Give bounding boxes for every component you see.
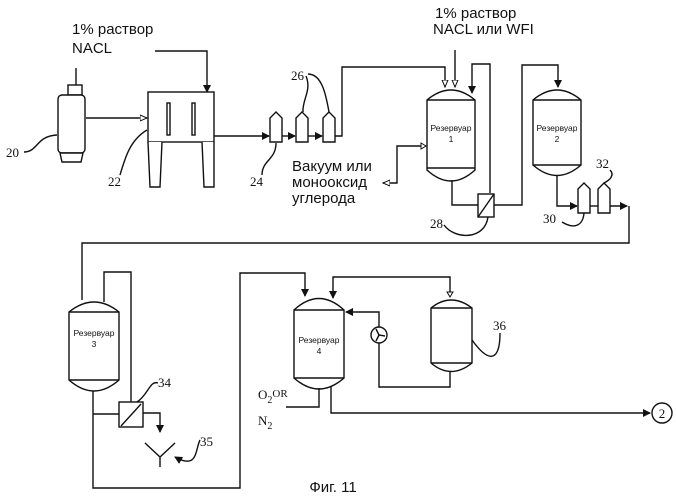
nacl-wfi-label-2: NACL или WFI — [433, 21, 534, 38]
reservoir-1-number: 1 — [449, 134, 454, 144]
tank-22 — [148, 92, 214, 187]
filter34-drain-line — [143, 413, 160, 432]
ref-34: 34 — [158, 375, 172, 390]
ref-20: 20 — [6, 145, 19, 160]
filter-32 — [598, 183, 610, 213]
inlet-arrow-icon — [447, 292, 453, 297]
gas-o2-label: O2OR — [258, 387, 288, 406]
leader-26 — [303, 74, 329, 112]
reservoir3-to-reservoir4-line — [93, 273, 305, 488]
figure-caption: Фиг. 11 — [309, 479, 356, 496]
filter-26b — [323, 112, 335, 142]
ref-30: 30 — [543, 211, 556, 226]
ref-22: 22 — [108, 174, 121, 189]
reservoir-4-name: Резервуар — [298, 335, 339, 345]
reservoir1-outlet-line — [452, 180, 478, 205]
pump-to-reservoir4-line — [346, 312, 379, 327]
leader-22 — [120, 130, 147, 175]
leader-35 — [175, 440, 200, 461]
leader-36 — [472, 333, 500, 356]
leader-30 — [562, 213, 584, 226]
vacuum-arrow-icon — [421, 143, 426, 149]
filter-30 — [578, 183, 590, 213]
reservoir-3-name: Резервуар — [73, 328, 114, 338]
reservoir-2-number: 2 — [555, 134, 560, 144]
ref-24: 24 — [250, 174, 264, 189]
ref-28: 28 — [430, 216, 443, 231]
leader-20 — [24, 135, 57, 152]
reservoir-4-number: 4 — [317, 346, 322, 356]
bottle-20 — [58, 68, 85, 162]
reservoir4-outlet-line — [331, 386, 650, 413]
connector-2-label: 2 — [659, 406, 666, 421]
filter-34 — [119, 402, 143, 427]
leader-28 — [444, 217, 488, 235]
reservoir-1-name: Резервуар — [430, 123, 471, 133]
pump-icon[interactable] — [371, 327, 387, 343]
vacuum-label-1: Вакуум или — [292, 158, 372, 175]
filter-26a — [296, 112, 308, 142]
reservoir-2-name: Резервуар — [536, 123, 577, 133]
reservoir2-outlet-line — [557, 176, 577, 206]
drain-35-icon — [145, 443, 175, 467]
nacl-input-label-2: NACL — [72, 40, 112, 57]
vacuum-line — [383, 146, 426, 183]
filter-24 — [270, 112, 282, 142]
nacl-input-label-1: 1% раствор — [72, 21, 153, 38]
ref-35: 35 — [200, 434, 213, 449]
arrow-icon — [301, 289, 309, 297]
reservoir-3-number: 3 — [92, 339, 97, 349]
leader-34 — [137, 383, 158, 402]
vessel36-to-reservoir4-line — [333, 277, 450, 298]
gas-feed-line — [286, 388, 319, 407]
ref-36: 36 — [493, 318, 507, 333]
filter-28 — [478, 194, 494, 217]
leader-32 — [604, 170, 612, 183]
vessel-36 — [431, 300, 472, 372]
ref-26: 26 — [291, 68, 305, 83]
ref-32: 32 — [596, 156, 609, 171]
vacuum-label-3: углерода — [292, 190, 356, 207]
nacl-wfi-label-1: 1% раствор — [435, 5, 516, 22]
nacl-feed-line — [155, 51, 207, 92]
vacuum-label-2: монооксид — [292, 174, 367, 191]
gas-n2-label: N2 — [258, 413, 272, 432]
leader-24 — [262, 143, 276, 175]
